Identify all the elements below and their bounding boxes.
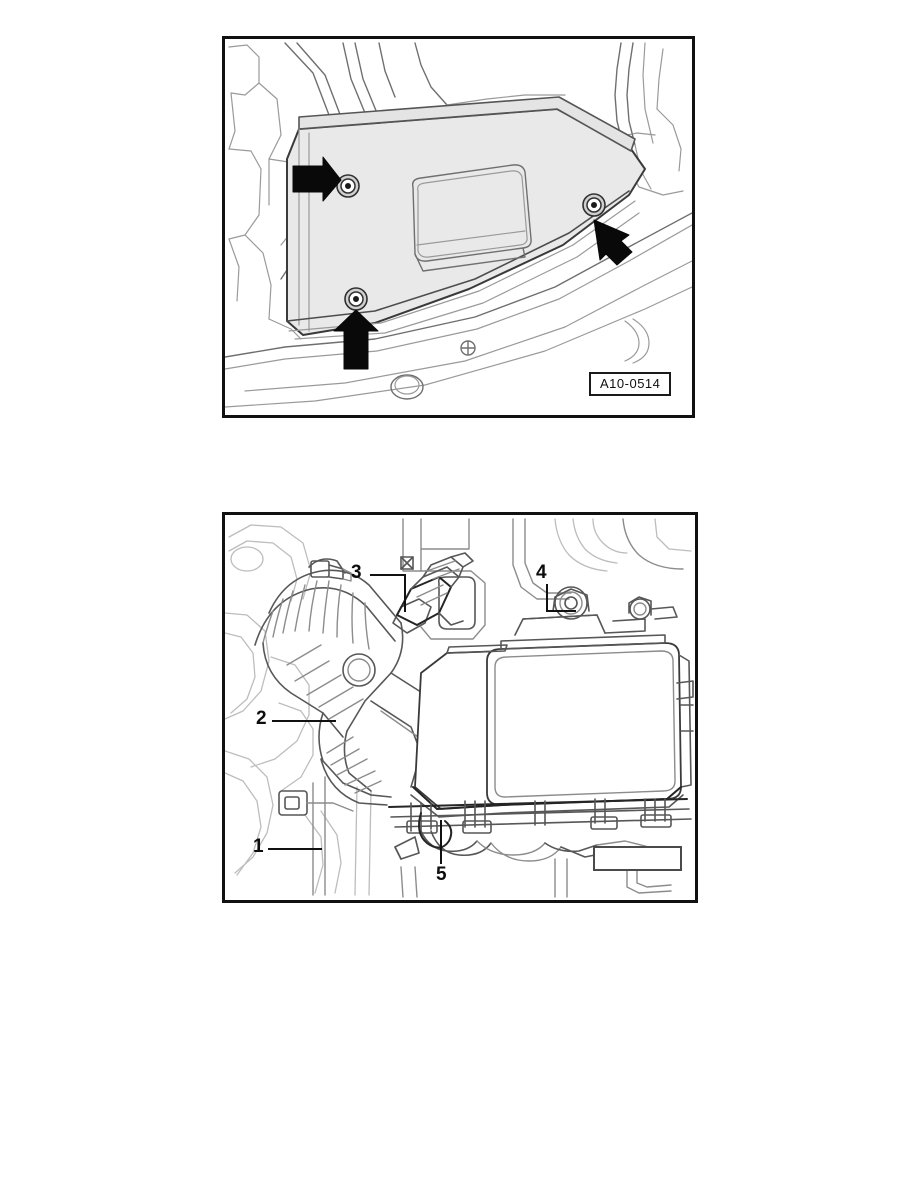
arrow-right-icon [593,219,633,266]
callout-5: 5 [436,864,447,885]
figure-air-cleaner-housing-connections: .g1 { fill:none; stroke:#bdbdbd; stroke-… [222,512,698,903]
figure-2-line-drawing: .g1 { fill:none; stroke:#bdbdbd; stroke-… [225,515,695,900]
callout-3: 3 [351,562,362,583]
cover-recess-panel [411,164,532,272]
callout-2: 2 [256,708,267,729]
lower-wiring-harness [388,798,692,898]
figure-code-label: A10-0514 [589,372,672,396]
callout-4: 4 [536,562,547,583]
intake-hose [254,558,446,806]
arrow-bottom-icon [333,309,379,370]
intake-air-sensor [392,552,474,634]
bolt-lower-left [344,287,368,311]
figure-2-blank-label-box [593,846,682,871]
air-cleaner-housing [410,614,694,818]
callout-1: 1 [253,836,264,857]
housing-mounting-bolts [552,586,678,620]
bolt-upper-left [336,174,360,198]
figure-1-line-drawing: .ln { fill:none; stroke:#6f6f6f; stroke-… [225,39,692,415]
background-structure-right [614,42,684,196]
bolt-upper-right [582,193,606,217]
arrow-left-icon [292,156,342,202]
callout-leader-lines [268,574,576,864]
figure-air-cleaner-cover-removal: .ln { fill:none; stroke:#6f6f6f; stroke-… [222,36,695,418]
